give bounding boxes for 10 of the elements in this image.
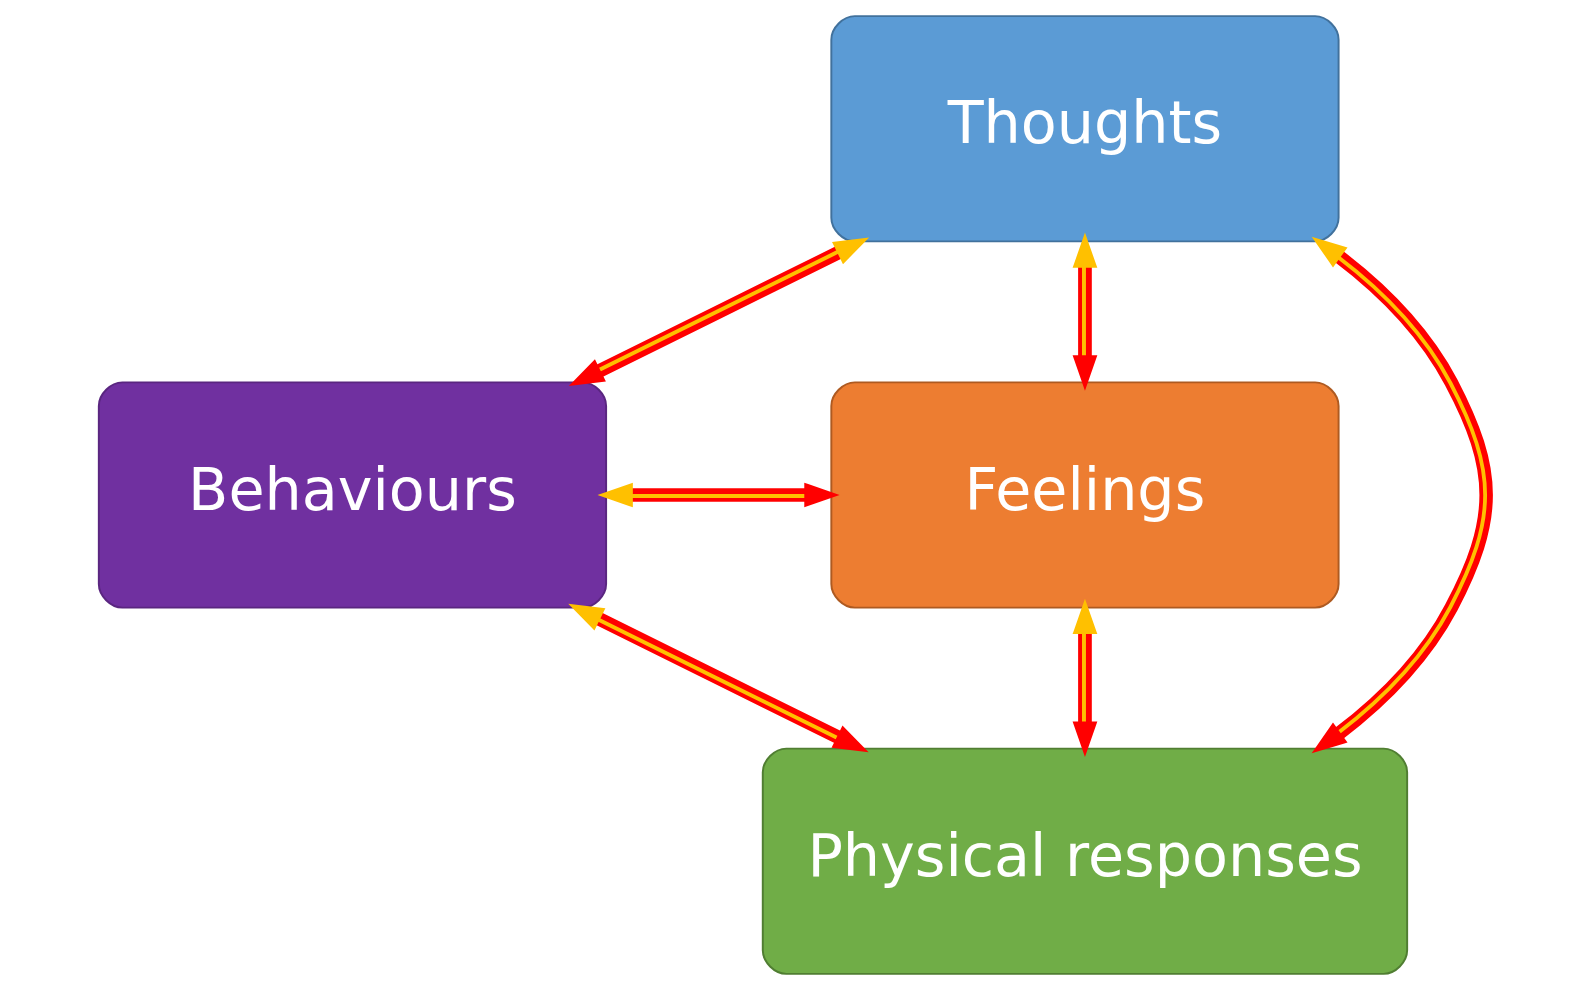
arrow xyxy=(1072,598,1098,757)
node-box: Thoughts xyxy=(830,15,1340,243)
arrow xyxy=(568,237,870,387)
arrow xyxy=(1072,232,1098,391)
node-box: Physical responses xyxy=(761,747,1409,975)
node-box: Behaviours xyxy=(97,381,608,609)
arrow xyxy=(568,603,869,753)
node-box: Feelings xyxy=(830,381,1340,609)
arrow xyxy=(1311,236,1493,754)
arrow xyxy=(597,482,840,508)
